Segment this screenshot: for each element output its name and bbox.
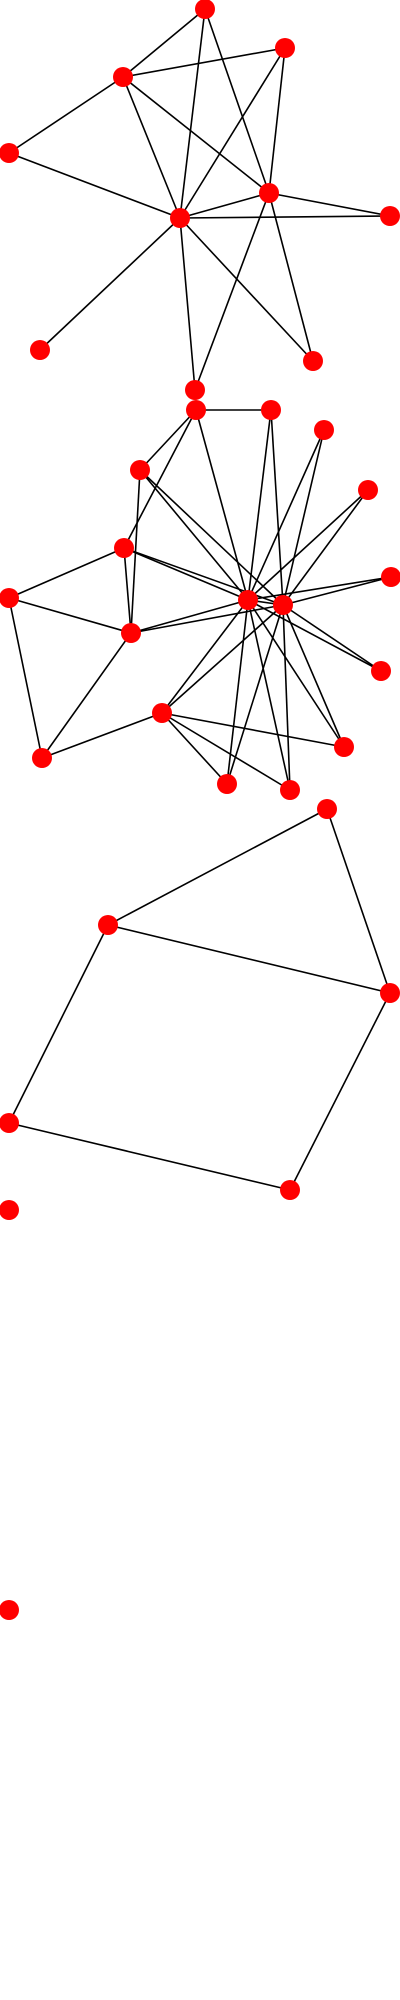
graph-edge: [130, 604, 284, 634]
graph-edge: [289, 992, 391, 1191]
graph-node: [0, 1200, 19, 1220]
graph-edge: [130, 599, 249, 634]
graph-edge: [139, 469, 249, 601]
graph-edge: [41, 712, 163, 759]
graph-edge: [268, 192, 391, 217]
graph-node: [303, 351, 323, 371]
graph-edge: [41, 632, 132, 759]
graph-edge: [247, 576, 392, 601]
graph-edge: [179, 215, 391, 219]
graph-edge: [139, 469, 284, 606]
graph-node: [280, 1180, 300, 1200]
graph-node: [186, 400, 206, 420]
graph-edge: [122, 76, 181, 219]
graph-node: [380, 983, 400, 1003]
graph-edge: [8, 152, 181, 219]
graph-edge: [179, 217, 196, 391]
nodes-layer: [0, 0, 400, 1620]
graph-edge: [282, 429, 325, 606]
graph-edge: [282, 576, 392, 606]
graph-edge: [268, 47, 286, 194]
graph-node: [185, 380, 205, 400]
graph-edge: [8, 597, 132, 634]
graph-node: [32, 748, 52, 768]
graph-node: [217, 774, 237, 794]
graph-node: [261, 400, 281, 420]
graph-edge: [247, 599, 291, 791]
graph-edge: [179, 192, 270, 219]
graph-edge: [195, 409, 249, 601]
graph-edge: [161, 599, 249, 714]
graph-edge: [226, 604, 284, 785]
graph-node: [381, 567, 400, 587]
graph-node: [275, 38, 295, 58]
graph-edge: [179, 8, 206, 219]
graph-edge: [123, 547, 249, 601]
graph-edge: [247, 409, 272, 601]
graph-node: [273, 595, 293, 615]
graph-edge: [282, 604, 345, 748]
graph-edge: [282, 604, 291, 791]
graph-node: [380, 206, 400, 226]
graph-node: [0, 1600, 19, 1620]
graph-edge: [8, 924, 109, 1124]
graph-edge: [122, 8, 206, 78]
graph-edge: [270, 409, 284, 606]
graph-node: [121, 623, 141, 643]
graph-node: [371, 661, 391, 681]
graph-node: [314, 420, 334, 440]
graph-edge: [122, 76, 270, 194]
graph-edge: [8, 1122, 291, 1191]
graph-node: [114, 538, 134, 558]
edges-layer: [8, 8, 392, 1191]
graph-edge: [226, 599, 249, 785]
graph-node: [358, 480, 378, 500]
graph-edge: [247, 599, 345, 748]
graph-edge: [161, 712, 291, 791]
graph-edge: [247, 429, 325, 601]
graph-edge: [107, 808, 328, 926]
graph-edge: [161, 712, 345, 748]
graph-edge: [179, 47, 286, 219]
graph-edge: [247, 599, 382, 672]
graph-edge: [39, 217, 181, 351]
graph-edge: [247, 489, 369, 601]
graph-edge: [282, 489, 369, 606]
graph-edge: [179, 217, 314, 362]
graph-node: [195, 0, 215, 19]
graph-edge: [107, 924, 391, 994]
graph-node: [130, 460, 150, 480]
graph-edge: [268, 192, 314, 362]
graph-edge: [161, 604, 284, 714]
graph-node: [152, 703, 172, 723]
graph-node: [113, 67, 133, 87]
graph-edge: [123, 409, 197, 549]
graph-node: [334, 737, 354, 757]
graph-node: [0, 143, 19, 163]
graph-edge: [139, 409, 197, 471]
graph-edge: [326, 808, 391, 994]
graph-node: [0, 1113, 19, 1133]
graph-node: [0, 588, 19, 608]
graph-node: [238, 590, 258, 610]
graph-node: [317, 799, 337, 819]
graph-edge: [122, 47, 286, 78]
graph-node: [280, 780, 300, 800]
graph-node: [170, 208, 190, 228]
graph-edge: [194, 192, 270, 391]
graph-node: [98, 915, 118, 935]
graph-node: [30, 340, 50, 360]
graph-edge: [123, 547, 132, 634]
graph-edge: [204, 8, 270, 194]
graph-edge: [161, 712, 228, 785]
graph-edge: [282, 604, 382, 672]
graph-edge: [8, 597, 43, 759]
graph-edge: [8, 76, 124, 154]
graph-edge: [8, 547, 125, 599]
graph-node: [259, 183, 279, 203]
